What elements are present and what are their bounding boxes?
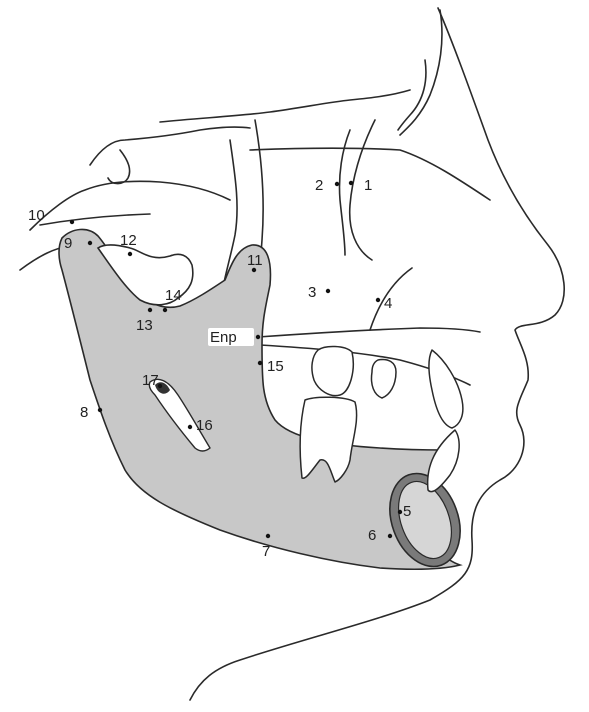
landmark-dot-p9 bbox=[88, 241, 92, 245]
landmark-label-p13: 13 bbox=[136, 317, 153, 334]
nasal-bone bbox=[400, 10, 442, 135]
landmark-dot-p12 bbox=[128, 252, 132, 256]
landmark-label-p12: 12 bbox=[120, 232, 137, 249]
landmark-label-p4: 4 bbox=[384, 295, 392, 312]
upper-incisor bbox=[429, 350, 463, 428]
landmark-label-p8: 8 bbox=[80, 404, 88, 421]
occipital-line bbox=[40, 214, 150, 225]
landmark-dot-p4 bbox=[376, 298, 380, 302]
landmark-label-p3: 3 bbox=[308, 284, 316, 301]
landmark-dot-p16 bbox=[188, 425, 192, 429]
landmark-label-p9: 9 bbox=[64, 235, 72, 252]
cranial-base bbox=[90, 127, 250, 165]
sella-region bbox=[108, 150, 130, 184]
landmark-label-p10: 10 bbox=[28, 207, 45, 224]
landmark-dot-p1 bbox=[349, 181, 353, 185]
lower-incisor bbox=[428, 430, 460, 492]
palatal-plane bbox=[258, 328, 480, 337]
landmark-dot-p15 bbox=[258, 361, 262, 365]
landmark-dot-p5 bbox=[398, 510, 402, 514]
landmark-label-p5: 5 bbox=[403, 503, 411, 520]
landmark-dot-p7 bbox=[266, 534, 270, 538]
upper-molar bbox=[312, 346, 353, 395]
landmark-dot-p13 bbox=[148, 308, 152, 312]
landmark-dot-enp bbox=[256, 335, 260, 339]
landmark-dot-p10 bbox=[70, 220, 74, 224]
landmark-label-enp: Enp bbox=[210, 329, 237, 346]
landmark-dot-p6 bbox=[388, 534, 392, 538]
landmark-dot-p3 bbox=[326, 289, 330, 293]
landmark-label-p11: 11 bbox=[247, 252, 263, 269]
landmark-label-p14: 14 bbox=[165, 287, 182, 304]
orbital-rim bbox=[160, 90, 410, 122]
landmark-label-p16: 16 bbox=[196, 417, 213, 434]
landmark-label-p7: 7 bbox=[262, 543, 270, 560]
landmark-dot-p14 bbox=[163, 308, 167, 312]
landmark-label-p1: 1 bbox=[364, 177, 372, 194]
nasal-bone-inner bbox=[398, 60, 426, 130]
landmark-dot-p2 bbox=[335, 182, 339, 186]
landmark-dot-p8 bbox=[98, 408, 102, 412]
landmark-label-p2: 2 bbox=[315, 177, 323, 194]
upper-premolar bbox=[371, 360, 396, 399]
landmark-label-p6: 6 bbox=[368, 527, 376, 544]
skull-contour bbox=[30, 181, 230, 230]
landmark-label-p15: 15 bbox=[267, 358, 284, 375]
landmark-label-p17: 17 bbox=[142, 372, 159, 389]
